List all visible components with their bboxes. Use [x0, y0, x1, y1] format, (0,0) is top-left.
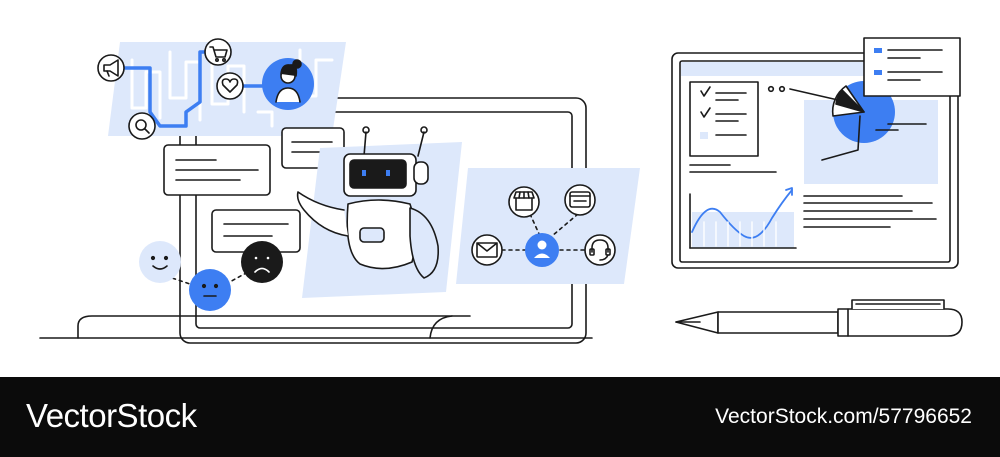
- store-icon: [508, 186, 540, 218]
- headset-icon: [584, 234, 616, 266]
- illustration-artwork: [39, 37, 963, 344]
- feedback-connectors: [165, 271, 249, 287]
- checklist-icon: [689, 81, 759, 157]
- robot-assistant: [296, 126, 462, 298]
- watermark-footer: VectorStock VectorStock.com/57796652: [0, 377, 1000, 457]
- search-icon: [128, 112, 156, 140]
- user-avatar-icon: [262, 58, 314, 110]
- dashboard-text-lines: [689, 164, 937, 228]
- legend-card: [863, 37, 961, 97]
- mail-icon: [471, 234, 503, 266]
- heart-icon: [216, 72, 244, 100]
- pen-icon: [675, 299, 963, 337]
- sad-face-icon: [241, 241, 283, 283]
- happy-face-icon: [139, 241, 181, 283]
- image-url: VectorStock.com/57796652: [715, 405, 972, 428]
- line-chart-icon: [689, 187, 797, 249]
- megaphone-icon: [97, 54, 125, 82]
- shopping-cart-icon: [204, 38, 232, 66]
- service-network-card: [456, 168, 640, 284]
- neutral-face-icon: [189, 269, 231, 311]
- browser-window-icon: [564, 184, 596, 216]
- chat-bubble-1: [163, 144, 271, 196]
- brand-logo: VectorStock: [26, 397, 197, 434]
- chat-bubble-3: [211, 209, 301, 253]
- user-icon: [525, 233, 559, 267]
